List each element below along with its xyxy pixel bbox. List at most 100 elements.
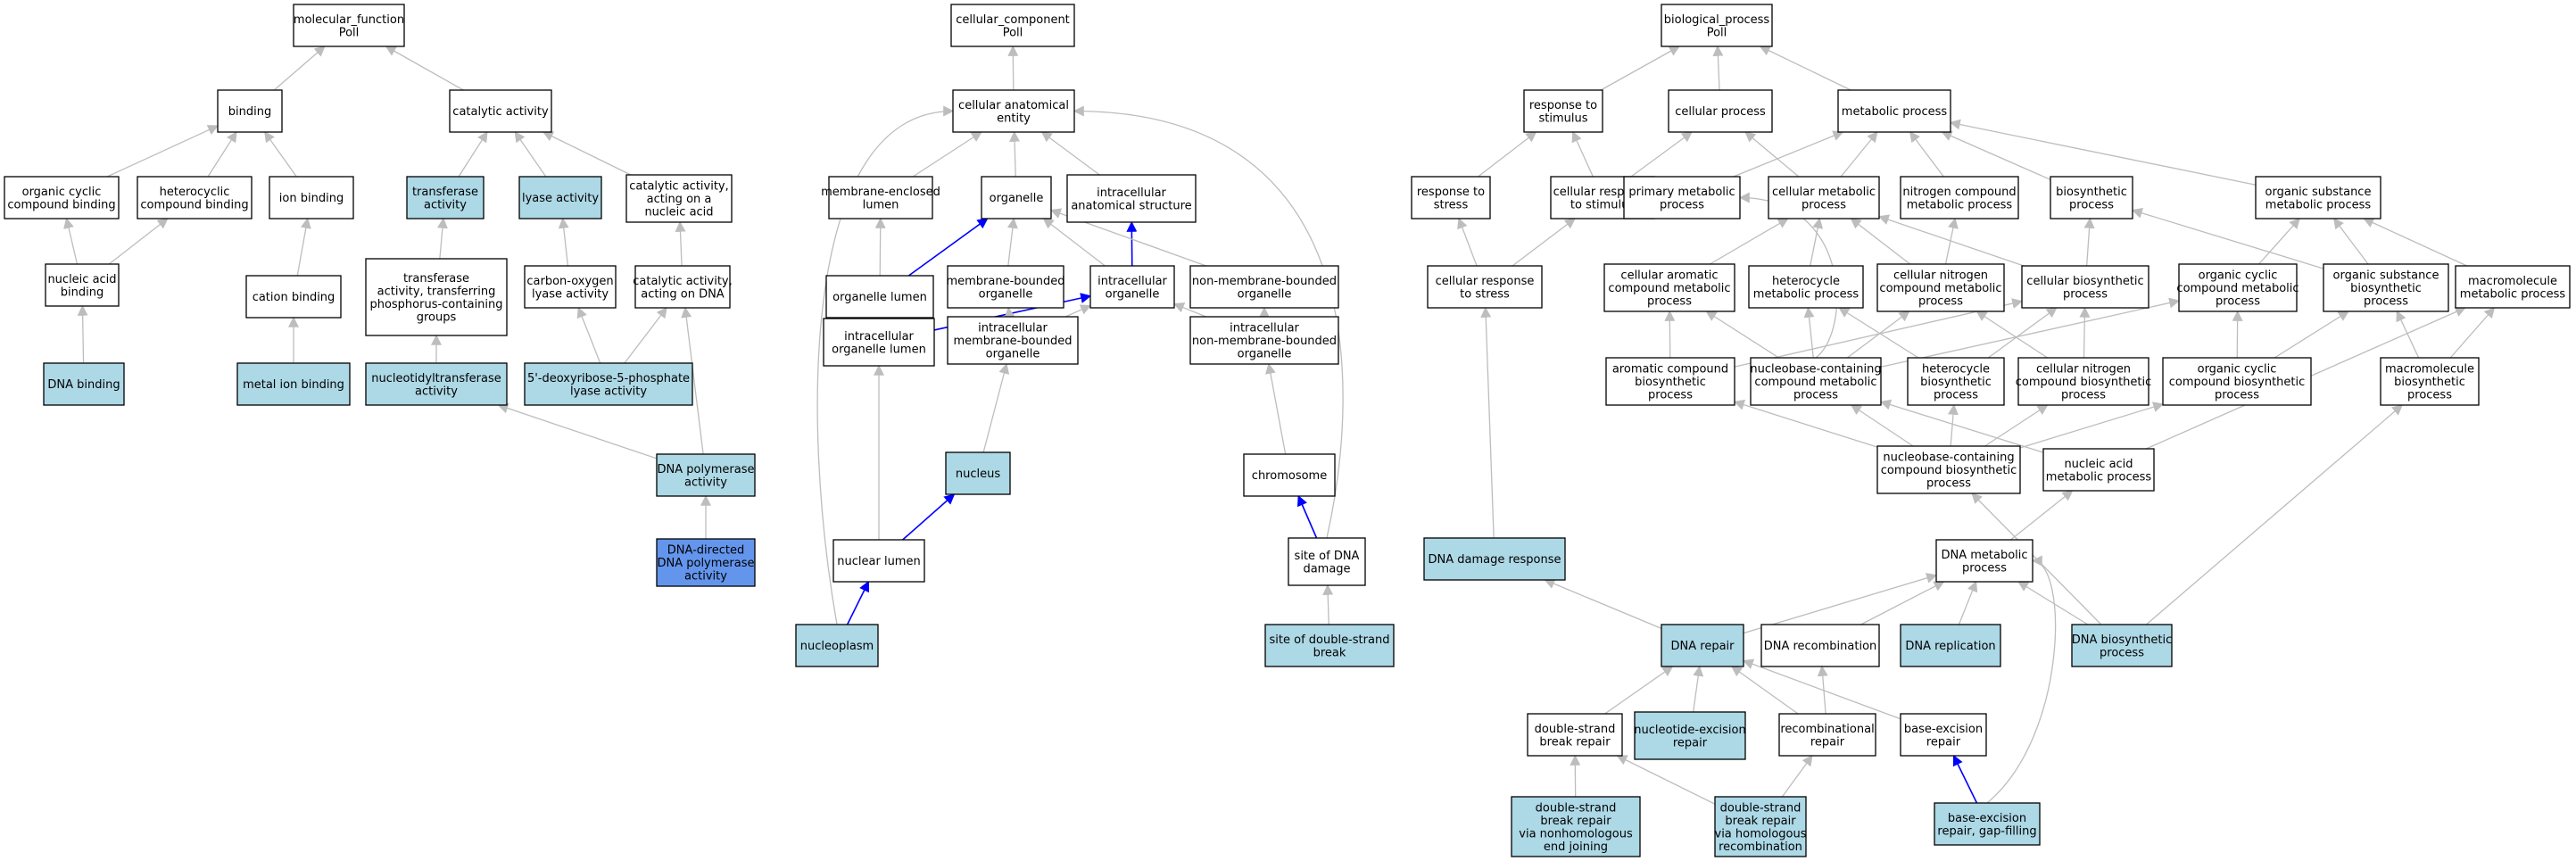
- term-node-cat_dna[interactable]: catalytic activity,acting on DNA: [633, 265, 733, 309]
- term-node-ic_nmb_org[interactable]: intracellularnon-membrane-boundedorganel…: [1189, 316, 1339, 365]
- term-node-dna_repair[interactable]: DNA repair: [1661, 624, 1744, 667]
- term-node-binding[interactable]: binding: [217, 89, 283, 133]
- term-node-nuc_lumen[interactable]: nuclear lumen: [832, 539, 925, 583]
- term-box: [625, 174, 733, 223]
- term-label: membrane-enclosed: [821, 186, 940, 199]
- term-label: metabolic process: [2046, 470, 2152, 484]
- term-node-met_proc[interactable]: metabolic process: [1837, 89, 1951, 133]
- term-box: [2017, 357, 2149, 406]
- term-node-organelle[interactable]: organelle: [981, 176, 1052, 219]
- term-box: [945, 451, 1011, 495]
- term-label: macromolecule: [2468, 275, 2557, 288]
- term-node-nucleus[interactable]: nucleus: [945, 451, 1011, 495]
- term-node-dna_damage_resp[interactable]: DNA damage response: [1423, 537, 1566, 581]
- edge-nucleoplasm-to-cae: [816, 105, 955, 625]
- edge-cell_proc-to-bp_root: [1712, 45, 1724, 91]
- term-label: DNA biosynthetic: [2072, 633, 2172, 647]
- term-label: organic substance: [2265, 186, 2372, 199]
- term-label: binding: [228, 105, 271, 119]
- term-node-org_lumen[interactable]: organelle lumen: [825, 275, 934, 319]
- term-node-nucleoplasm[interactable]: nucleoplasm: [795, 624, 879, 667]
- term-label: process: [2069, 198, 2114, 211]
- term-label: membrane-bounded: [953, 335, 1072, 348]
- term-node-dna_repl[interactable]: DNA replication: [1900, 624, 2001, 667]
- term-label: metabolic process: [1907, 198, 2013, 211]
- term-box: [828, 176, 933, 219]
- term-node-cell_proc[interactable]: cellular process: [1668, 89, 1773, 133]
- term-label: activity: [424, 198, 467, 211]
- edge-dna_pol-to-cat_dna: [681, 306, 704, 455]
- term-node-cation_binding[interactable]: cation binding: [245, 275, 342, 319]
- edge-dna_damage_site-to-cae: [1073, 105, 1344, 539]
- edge-org_cyclic_binding-to-binding: [106, 125, 219, 178]
- term-node-chromosome[interactable]: chromosome: [1243, 453, 1336, 497]
- term-node-lyase[interactable]: lyase activity: [518, 176, 602, 219]
- term-node-dna_recomb[interactable]: DNA recombination: [1760, 624, 1880, 667]
- term-node-dna_binding[interactable]: DNA binding: [43, 362, 125, 406]
- term-box: [1603, 263, 1735, 312]
- edge-macro_biosyn-to-macro_met: [2449, 307, 2496, 359]
- term-node-catalytic[interactable]: catalytic activity: [449, 89, 552, 133]
- term-label: intracellular: [978, 322, 1048, 335]
- term-node-metal_binding[interactable]: metal ion binding: [236, 362, 351, 406]
- term-node-ion_binding[interactable]: ion binding: [269, 176, 354, 219]
- term-label: cellular process: [1675, 105, 1766, 119]
